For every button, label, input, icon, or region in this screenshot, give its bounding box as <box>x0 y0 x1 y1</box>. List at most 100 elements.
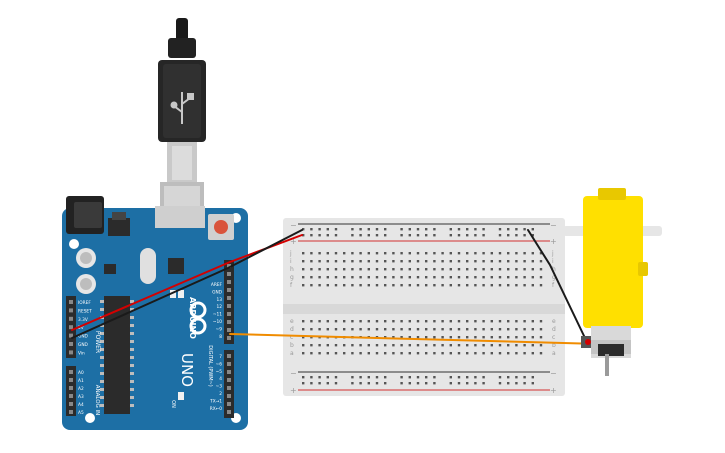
breadboard-hole[interactable] <box>474 382 477 385</box>
breadboard-hole[interactable] <box>367 284 370 287</box>
breadboard-hole[interactable] <box>523 336 526 339</box>
breadboard-hole[interactable] <box>334 382 338 385</box>
breadboard-hole[interactable] <box>310 260 313 263</box>
breadboard-hole[interactable] <box>507 228 510 231</box>
breadboard-hole[interactable] <box>539 252 543 255</box>
breadboard-hole[interactable] <box>457 328 461 331</box>
breadboard-hole[interactable] <box>326 260 329 263</box>
breadboard-hole[interactable] <box>318 320 321 323</box>
breadboard-hole[interactable] <box>539 276 543 279</box>
breadboard-hole[interactable] <box>531 234 534 237</box>
breadboard-hole[interactable] <box>498 252 502 255</box>
breadboard-hole[interactable] <box>334 252 338 255</box>
breadboard-hole[interactable] <box>416 320 420 323</box>
breadboard-hole[interactable] <box>343 320 346 323</box>
breadboard-hole[interactable] <box>498 234 502 237</box>
breadboard-hole[interactable] <box>539 328 543 331</box>
breadboard-hole[interactable] <box>449 268 452 271</box>
header-pin[interactable] <box>227 320 231 324</box>
breadboard-hole[interactable] <box>334 228 338 231</box>
breadboard-hole[interactable] <box>466 352 469 355</box>
breadboard-hole[interactable] <box>384 328 387 331</box>
breadboard-hole[interactable] <box>425 328 428 331</box>
breadboard-hole[interactable] <box>515 228 518 231</box>
breadboard-hole[interactable] <box>359 320 362 323</box>
breadboard-hole[interactable] <box>531 382 534 385</box>
breadboard-hole[interactable] <box>449 260 452 263</box>
breadboard-hole[interactable] <box>310 320 313 323</box>
breadboard-hole[interactable] <box>490 268 493 271</box>
breadboard-hole[interactable] <box>490 276 493 279</box>
breadboard-hole[interactable] <box>523 352 526 355</box>
arduino-uno-board[interactable]: ARDUINO UNO ON POWER ANALOG IN DIGITAL (… <box>62 196 248 430</box>
breadboard-hole[interactable] <box>466 320 469 323</box>
breadboard-hole[interactable] <box>326 252 329 255</box>
breadboard-hole[interactable] <box>457 276 461 279</box>
breadboard-hole[interactable] <box>425 276 428 279</box>
breadboard-hole[interactable] <box>425 336 428 339</box>
breadboard-hole[interactable] <box>326 284 329 287</box>
breadboard-hole[interactable] <box>531 228 534 231</box>
breadboard-hole[interactable] <box>498 352 502 355</box>
breadboard-hole[interactable] <box>400 276 403 279</box>
breadboard-hole[interactable] <box>359 382 362 385</box>
breadboard-hole[interactable] <box>433 328 436 331</box>
breadboard-hole[interactable] <box>375 276 379 279</box>
breadboard-hole[interactable] <box>539 344 543 347</box>
header-pin[interactable] <box>227 272 231 276</box>
breadboard-hole[interactable] <box>498 382 502 385</box>
breadboard-hole[interactable] <box>466 228 469 231</box>
breadboard-hole[interactable] <box>466 344 469 347</box>
breadboard-hole[interactable] <box>408 268 411 271</box>
breadboard-hole[interactable] <box>310 382 313 385</box>
breadboard-hole[interactable] <box>449 376 452 379</box>
breadboard-hole[interactable] <box>457 260 461 263</box>
breadboard-hole[interactable] <box>531 284 534 287</box>
header-pin[interactable] <box>69 370 73 374</box>
breadboard-hole[interactable] <box>326 328 329 331</box>
breadboard-hole[interactable] <box>457 228 461 231</box>
header-pin[interactable] <box>69 316 73 321</box>
header-pin[interactable] <box>69 394 73 398</box>
breadboard-hole[interactable] <box>392 284 395 287</box>
breadboard-hole[interactable] <box>474 320 477 323</box>
breadboard-hole[interactable] <box>523 344 526 347</box>
breadboard-hole[interactable] <box>334 352 338 355</box>
breadboard-hole[interactable] <box>466 328 469 331</box>
breadboard-hole[interactable] <box>384 228 387 231</box>
breadboard-hole[interactable] <box>359 344 362 347</box>
breadboard-hole[interactable] <box>408 276 411 279</box>
breadboard-hole[interactable] <box>416 382 420 385</box>
breadboard-hole[interactable] <box>351 276 354 279</box>
breadboard-hole[interactable] <box>466 336 469 339</box>
breadboard-hole[interactable] <box>343 352 346 355</box>
breadboard-hole[interactable] <box>416 228 420 231</box>
header-pin[interactable] <box>69 300 73 304</box>
breadboard-hole[interactable] <box>392 276 395 279</box>
breadboard-hole[interactable] <box>302 268 305 271</box>
breadboard-hole[interactable] <box>359 352 362 355</box>
breadboard-hole[interactable] <box>539 320 543 323</box>
breadboard-hole[interactable] <box>523 252 526 255</box>
breadboard-hole[interactable] <box>490 352 493 355</box>
breadboard-hole[interactable] <box>507 344 510 347</box>
digital-header-top[interactable] <box>224 260 234 344</box>
breadboard-hole[interactable] <box>531 336 534 339</box>
breadboard-hole[interactable] <box>367 234 370 237</box>
breadboard-hole[interactable] <box>392 260 395 263</box>
breadboard-hole[interactable] <box>351 382 354 385</box>
breadboard-hole[interactable] <box>367 260 370 263</box>
breadboard-hole[interactable] <box>318 376 321 379</box>
breadboard-hole[interactable] <box>367 376 370 379</box>
breadboard-hole[interactable] <box>367 252 370 255</box>
breadboard-hole[interactable] <box>367 344 370 347</box>
breadboard-hole[interactable] <box>507 252 510 255</box>
breadboard-hole[interactable] <box>367 228 370 231</box>
header-pin[interactable] <box>227 362 231 366</box>
breadboard-hole[interactable] <box>359 276 362 279</box>
breadboard-hole[interactable] <box>539 284 543 287</box>
header-pin[interactable] <box>227 402 231 406</box>
breadboard-hole[interactable] <box>523 268 526 271</box>
breadboard-hole[interactable] <box>474 352 477 355</box>
breadboard-hole[interactable] <box>457 268 461 271</box>
